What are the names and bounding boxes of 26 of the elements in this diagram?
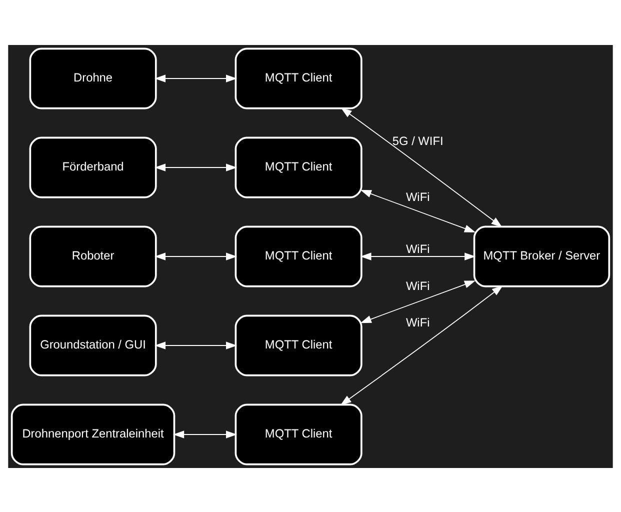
arrow	[173, 430, 238, 438]
arrow	[360, 280, 476, 323]
arrow	[154, 252, 238, 260]
arrow	[154, 341, 238, 349]
arrow	[340, 107, 502, 227]
arrow	[154, 74, 238, 82]
edge-label: 5G / WIFI	[392, 133, 444, 148]
node-box: MQTT Client	[234, 225, 362, 287]
node-box: Roboter	[29, 225, 157, 287]
node-box: Drohne	[29, 47, 157, 109]
node-box: MQTT Broker / Server	[473, 225, 610, 287]
node-box: MQTT Client	[234, 314, 362, 376]
node-box: MQTT Client	[234, 47, 362, 109]
edge-label: WiFi	[406, 242, 430, 256]
edge-label: WiFi	[406, 278, 430, 292]
arrow	[154, 163, 238, 171]
node-box: Groundstation / GUI	[29, 314, 157, 376]
node-box: MQTT Client	[234, 136, 362, 198]
arrow	[360, 189, 476, 232]
node-box: Drohnenport Zentraleinheit	[10, 403, 176, 465]
arrow	[360, 252, 476, 260]
edge-label: WiFi	[406, 189, 430, 204]
node-box: MQTT Client	[234, 403, 362, 465]
node-box: Förderband	[29, 136, 157, 198]
edge-label: WiFi	[406, 315, 430, 330]
arrow	[340, 285, 503, 405]
